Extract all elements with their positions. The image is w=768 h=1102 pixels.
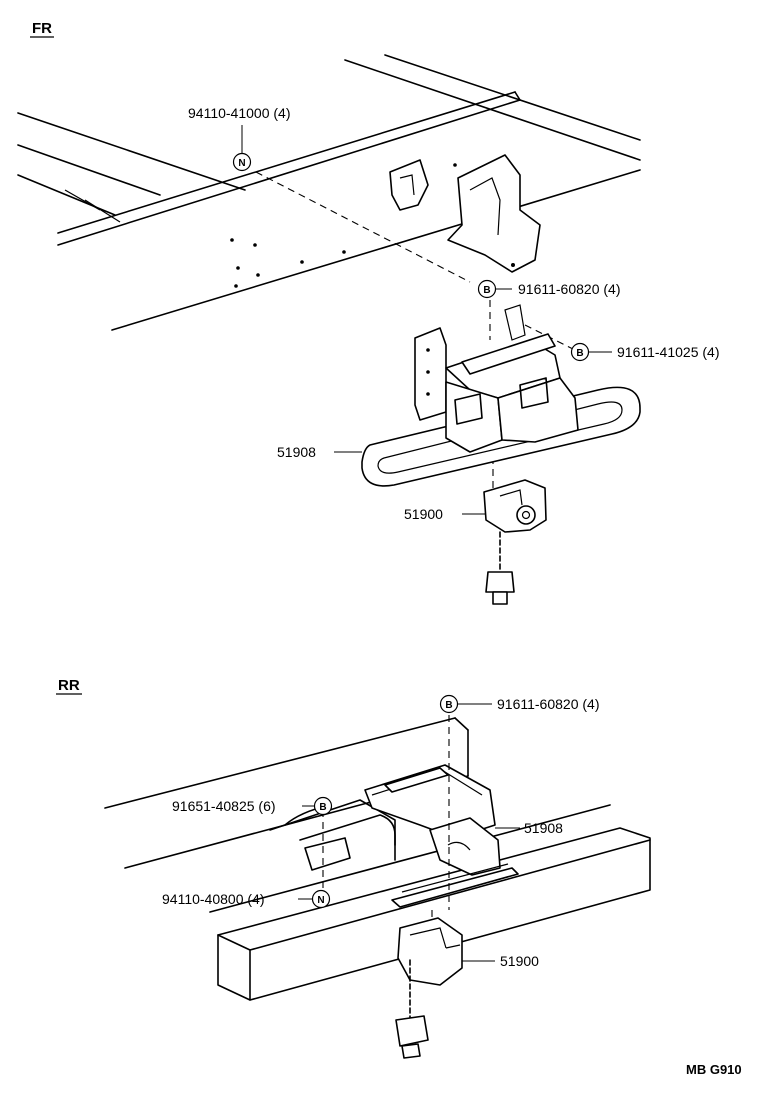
rear-bolt-symbol-top: B [439,694,459,714]
bolt-symbol-text: B [319,802,326,813]
front-label-bolt-side: 91611-41025 (4) [617,344,719,360]
front-spare-hanger-51900 [483,479,547,605]
bolt-symbol-text: B [576,348,583,359]
front-spare-carrier-51908 [361,304,641,487]
front-bolt-symbol-side: B [570,342,590,362]
rear-nut-symbol: N [311,889,331,909]
rear-label-bolt-left: 91651-40825 (6) [172,798,276,814]
rear-crossmember-bracket [304,764,519,908]
front-frame-rails [17,54,641,331]
rear-label-bolt-top: 91611-60820 (4) [497,696,599,712]
rear-bolt-symbol-left: B [313,796,333,816]
bolt-symbol-text: B [445,700,452,711]
front-label-bolt-upper: 91611-60820 (4) [518,281,620,297]
rear-spare-hanger-51900 [395,917,463,1059]
nut-symbol-text: N [238,158,245,169]
diagram-code: MB G910 [686,1062,742,1077]
rear-frame-rails [104,717,651,1001]
section-label-rear: RR [58,677,80,694]
front-label-carrier: 51908 [277,444,316,460]
front-bolt-symbol-upper: B [477,279,497,299]
front-label-hanger: 51900 [404,506,443,522]
rear-label-carrier: 51908 [524,820,563,836]
front-nut-symbol: N [232,152,252,172]
front-assembly-line-nut [255,171,471,283]
front-frame-brackets [389,154,541,273]
rear-label-nut: 94110-40800 (4) [162,891,264,907]
front-label-nut: 94110-41000 (4) [188,105,290,121]
rear-label-hanger: 51900 [500,953,539,969]
nut-symbol-text: N [317,895,324,906]
section-label-front: FR [32,20,52,37]
bolt-symbol-text: B [483,285,490,296]
